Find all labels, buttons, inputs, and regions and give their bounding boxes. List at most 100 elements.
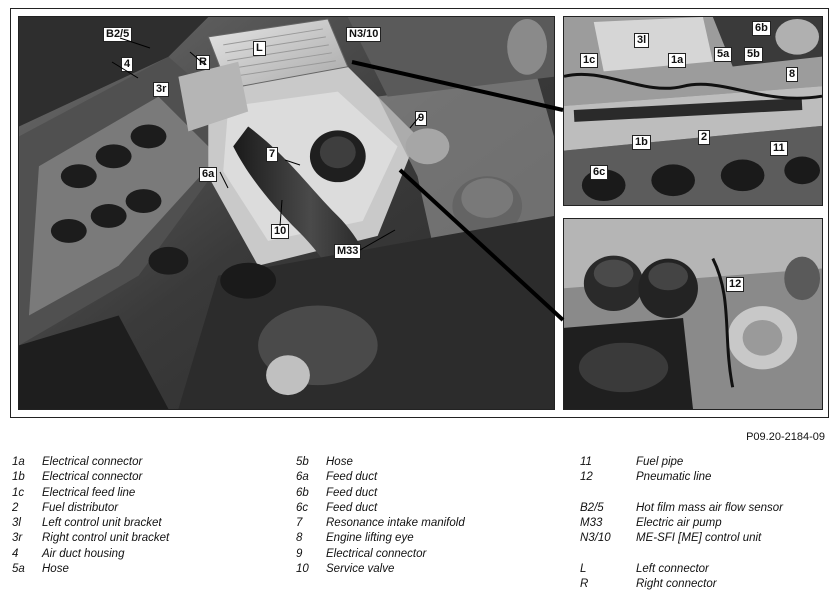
legend-key: 11 [580, 456, 592, 468]
legend-label: Electric air pump [636, 517, 722, 530]
legend-row: B2/5 Hot film mass air flow sensor [580, 501, 830, 516]
legend-key: B2/5 [580, 501, 604, 514]
callout-6b: 6b [752, 21, 771, 36]
legend-row: 10 Service valve [296, 562, 566, 577]
legend-row: 6a Feed duct [296, 470, 566, 485]
legend-row: L Left connector [580, 562, 830, 577]
legend-label: Left control unit bracket [42, 517, 162, 530]
callout-2: 2 [698, 130, 711, 145]
legend-label: Feed duct [326, 471, 378, 484]
legend-key: M33 [580, 517, 603, 530]
callout-7: 7 [266, 147, 279, 162]
engine-photo-detail-top: 3l 1a 1c 6b 5a 5b 8 2 1b 11 6c [563, 16, 823, 206]
legend-row: R Right connector [580, 577, 830, 592]
legend-row: 5b Hose [296, 455, 566, 470]
legend-row: 8 Engine lifting eye [296, 531, 566, 546]
legend-key: 8 [296, 532, 303, 545]
legend-key: 3l [12, 517, 21, 530]
legend-row: 6c Feed duct [296, 501, 566, 516]
legend-key: 9 [296, 547, 303, 560]
legend-label: Hot film mass air flow sensor [636, 501, 783, 514]
callout-6c: 6c [590, 165, 609, 180]
legend-key: R [580, 578, 589, 591]
callout-r: R [196, 55, 210, 70]
legend-row: 7 Resonance intake manifold [296, 516, 566, 531]
legend-label: Air duct housing [42, 547, 125, 560]
callout-6a: 6a [199, 167, 218, 182]
legend-key: 4 [12, 547, 19, 560]
fuel-distributor-illustration [564, 17, 822, 205]
legend-row: 5a Hose [12, 562, 282, 577]
legend-key: 3r [12, 532, 23, 545]
engine-bay-illustration [19, 17, 554, 409]
legend-row: 11 Fuel pipe [580, 455, 830, 470]
legend-row: 3r Right control unit bracket [12, 531, 282, 546]
legend-key: 6b [296, 486, 309, 499]
callout-12: 12 [726, 277, 745, 292]
legend-key: 1a [12, 456, 25, 468]
callout-4: 4 [121, 57, 134, 72]
legend-label: Electrical feed line [42, 486, 136, 499]
legend-label: Electrical connector [326, 547, 427, 560]
callout-m33: M33 [334, 244, 362, 259]
engine-photo-detail-bottom: 12 [563, 218, 823, 410]
callout-3r: 3r [153, 82, 170, 97]
legend-key: N3/10 [580, 532, 611, 545]
figure-id: P09.20-2184-09 [746, 431, 825, 443]
engine-photo-main: B2/5 4 R L N3/10 3r 9 7 6a 10 M33 [18, 16, 555, 410]
legend-label: Feed duct [326, 486, 378, 499]
legend-row: 9 Electrical connector [296, 547, 566, 562]
legend-row: 3l Left control unit bracket [12, 516, 282, 531]
legend-label: Electrical connector [42, 456, 143, 468]
legend-key: L [580, 563, 587, 576]
legend-key: 6a [296, 471, 309, 484]
legend-label: Hose [42, 563, 69, 576]
legend-key: 1c [12, 486, 25, 499]
legend-key: 7 [296, 517, 303, 530]
air-pump-illustration [564, 219, 822, 409]
legend-label: Fuel pipe [636, 456, 684, 468]
legend-label: Resonance intake manifold [326, 517, 465, 530]
callout-5a: 5a [714, 47, 733, 62]
callout-3l: 3l [634, 33, 650, 48]
legend-row: 1a Electrical connector [12, 455, 282, 470]
legend-row: M33 Electric air pump [580, 516, 830, 531]
legend-row: 1c Electrical feed line [12, 486, 282, 501]
callout-10: 10 [271, 224, 290, 239]
legend-row: 2 Fuel distributor [12, 501, 282, 516]
legend-key: 5a [12, 563, 25, 576]
legend-label: Pneumatic line [636, 471, 712, 484]
legend-key: 1b [12, 471, 25, 484]
legend-column-3: 11 Fuel pipe 12 Pneumatic line B2/5 Hot fil… [580, 455, 830, 593]
legend-label: Right connector [636, 578, 717, 591]
legend-label: Right control unit bracket [42, 532, 170, 545]
legend-row: 6b Feed duct [296, 486, 566, 501]
legend-label: Service valve [326, 563, 395, 576]
callout-n3-10: N3/10 [346, 27, 382, 42]
legend-key: 10 [296, 563, 309, 576]
callout-9: 9 [415, 111, 428, 126]
callout-1c: 1c [580, 53, 599, 68]
callout-1a: 1a [668, 53, 687, 68]
legend-label: Hose [326, 456, 353, 468]
legend-key: 5b [296, 456, 309, 468]
legend-label: Left connector [636, 563, 709, 576]
callout-11: 11 [770, 141, 788, 156]
legend-row: 4 Air duct housing [12, 547, 282, 562]
legend-key: 2 [12, 501, 19, 514]
callout-b2-5: B2/5 [103, 27, 133, 42]
legend-row: 12 Pneumatic line [580, 470, 830, 485]
callout-l: L [253, 41, 266, 56]
legend-key: 6c [296, 501, 309, 514]
callout-1b: 1b [632, 135, 651, 150]
legend-row: N3/10 ME-SFI [ME] control unit [580, 531, 830, 546]
legend-label: Engine lifting eye [326, 532, 414, 545]
legend-key: 12 [580, 471, 593, 484]
callout-8: 8 [786, 67, 799, 82]
legend-label: ME-SFI [ME] control unit [636, 532, 762, 545]
legend-label: Feed duct [326, 501, 378, 514]
legend-label: Fuel distributor [42, 501, 119, 514]
